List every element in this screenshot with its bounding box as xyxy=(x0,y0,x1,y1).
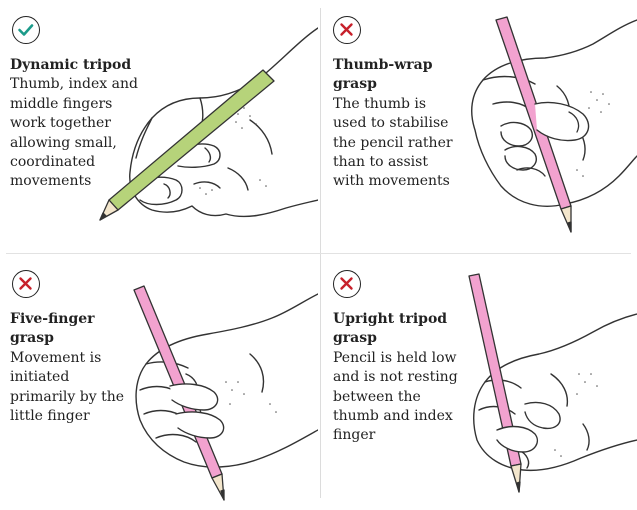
hand-with-pencil-illustration xyxy=(468,273,637,493)
panel-thumb-wrap-grasp: Thumb-wrap grasp The thumb is used to st… xyxy=(321,0,637,252)
panel-text: Thumb-wrap grasp The thumb is used to st… xyxy=(333,56,461,192)
hand-with-pencil-illustration xyxy=(471,16,637,233)
panel-title: Thumb-wrap grasp xyxy=(333,57,433,93)
cross-icon xyxy=(12,270,40,298)
hand-with-pencil-illustration xyxy=(99,27,318,221)
panel-text: Upright tripod grasp Pencil is held low … xyxy=(333,310,461,446)
checkmark-icon xyxy=(12,16,40,44)
panel-title: Dynamic tripod xyxy=(10,57,132,73)
panel-text: Five-finger grasp Movement is initiated … xyxy=(10,310,138,426)
panel-dynamic-tripod: Dynamic tripod Thumb, index and middle f… xyxy=(0,0,318,252)
cross-icon xyxy=(333,270,361,298)
panel-description: Thumb, index and middle fingers work tog… xyxy=(10,76,138,190)
panel-description: The thumb is used to stabilise the penci… xyxy=(333,95,453,190)
panel-description: Pencil is held low and is not resting be… xyxy=(333,349,458,444)
panel-five-finger-grasp: Five-finger grasp Movement is initiated … xyxy=(0,254,318,506)
panel-title: Upright tripod grasp xyxy=(333,311,448,347)
panel-upright-tripod-grasp: Upright tripod grasp Pencil is held low … xyxy=(321,254,637,506)
cross-icon xyxy=(333,16,361,44)
panel-text: Dynamic tripod Thumb, index and middle f… xyxy=(10,56,138,192)
horizontal-divider xyxy=(6,253,631,254)
hand-with-pencil-illustration xyxy=(133,285,318,501)
panel-description: Movement is initiated primarily by the l… xyxy=(10,349,125,425)
panel-title: Five-finger grasp xyxy=(10,311,95,347)
